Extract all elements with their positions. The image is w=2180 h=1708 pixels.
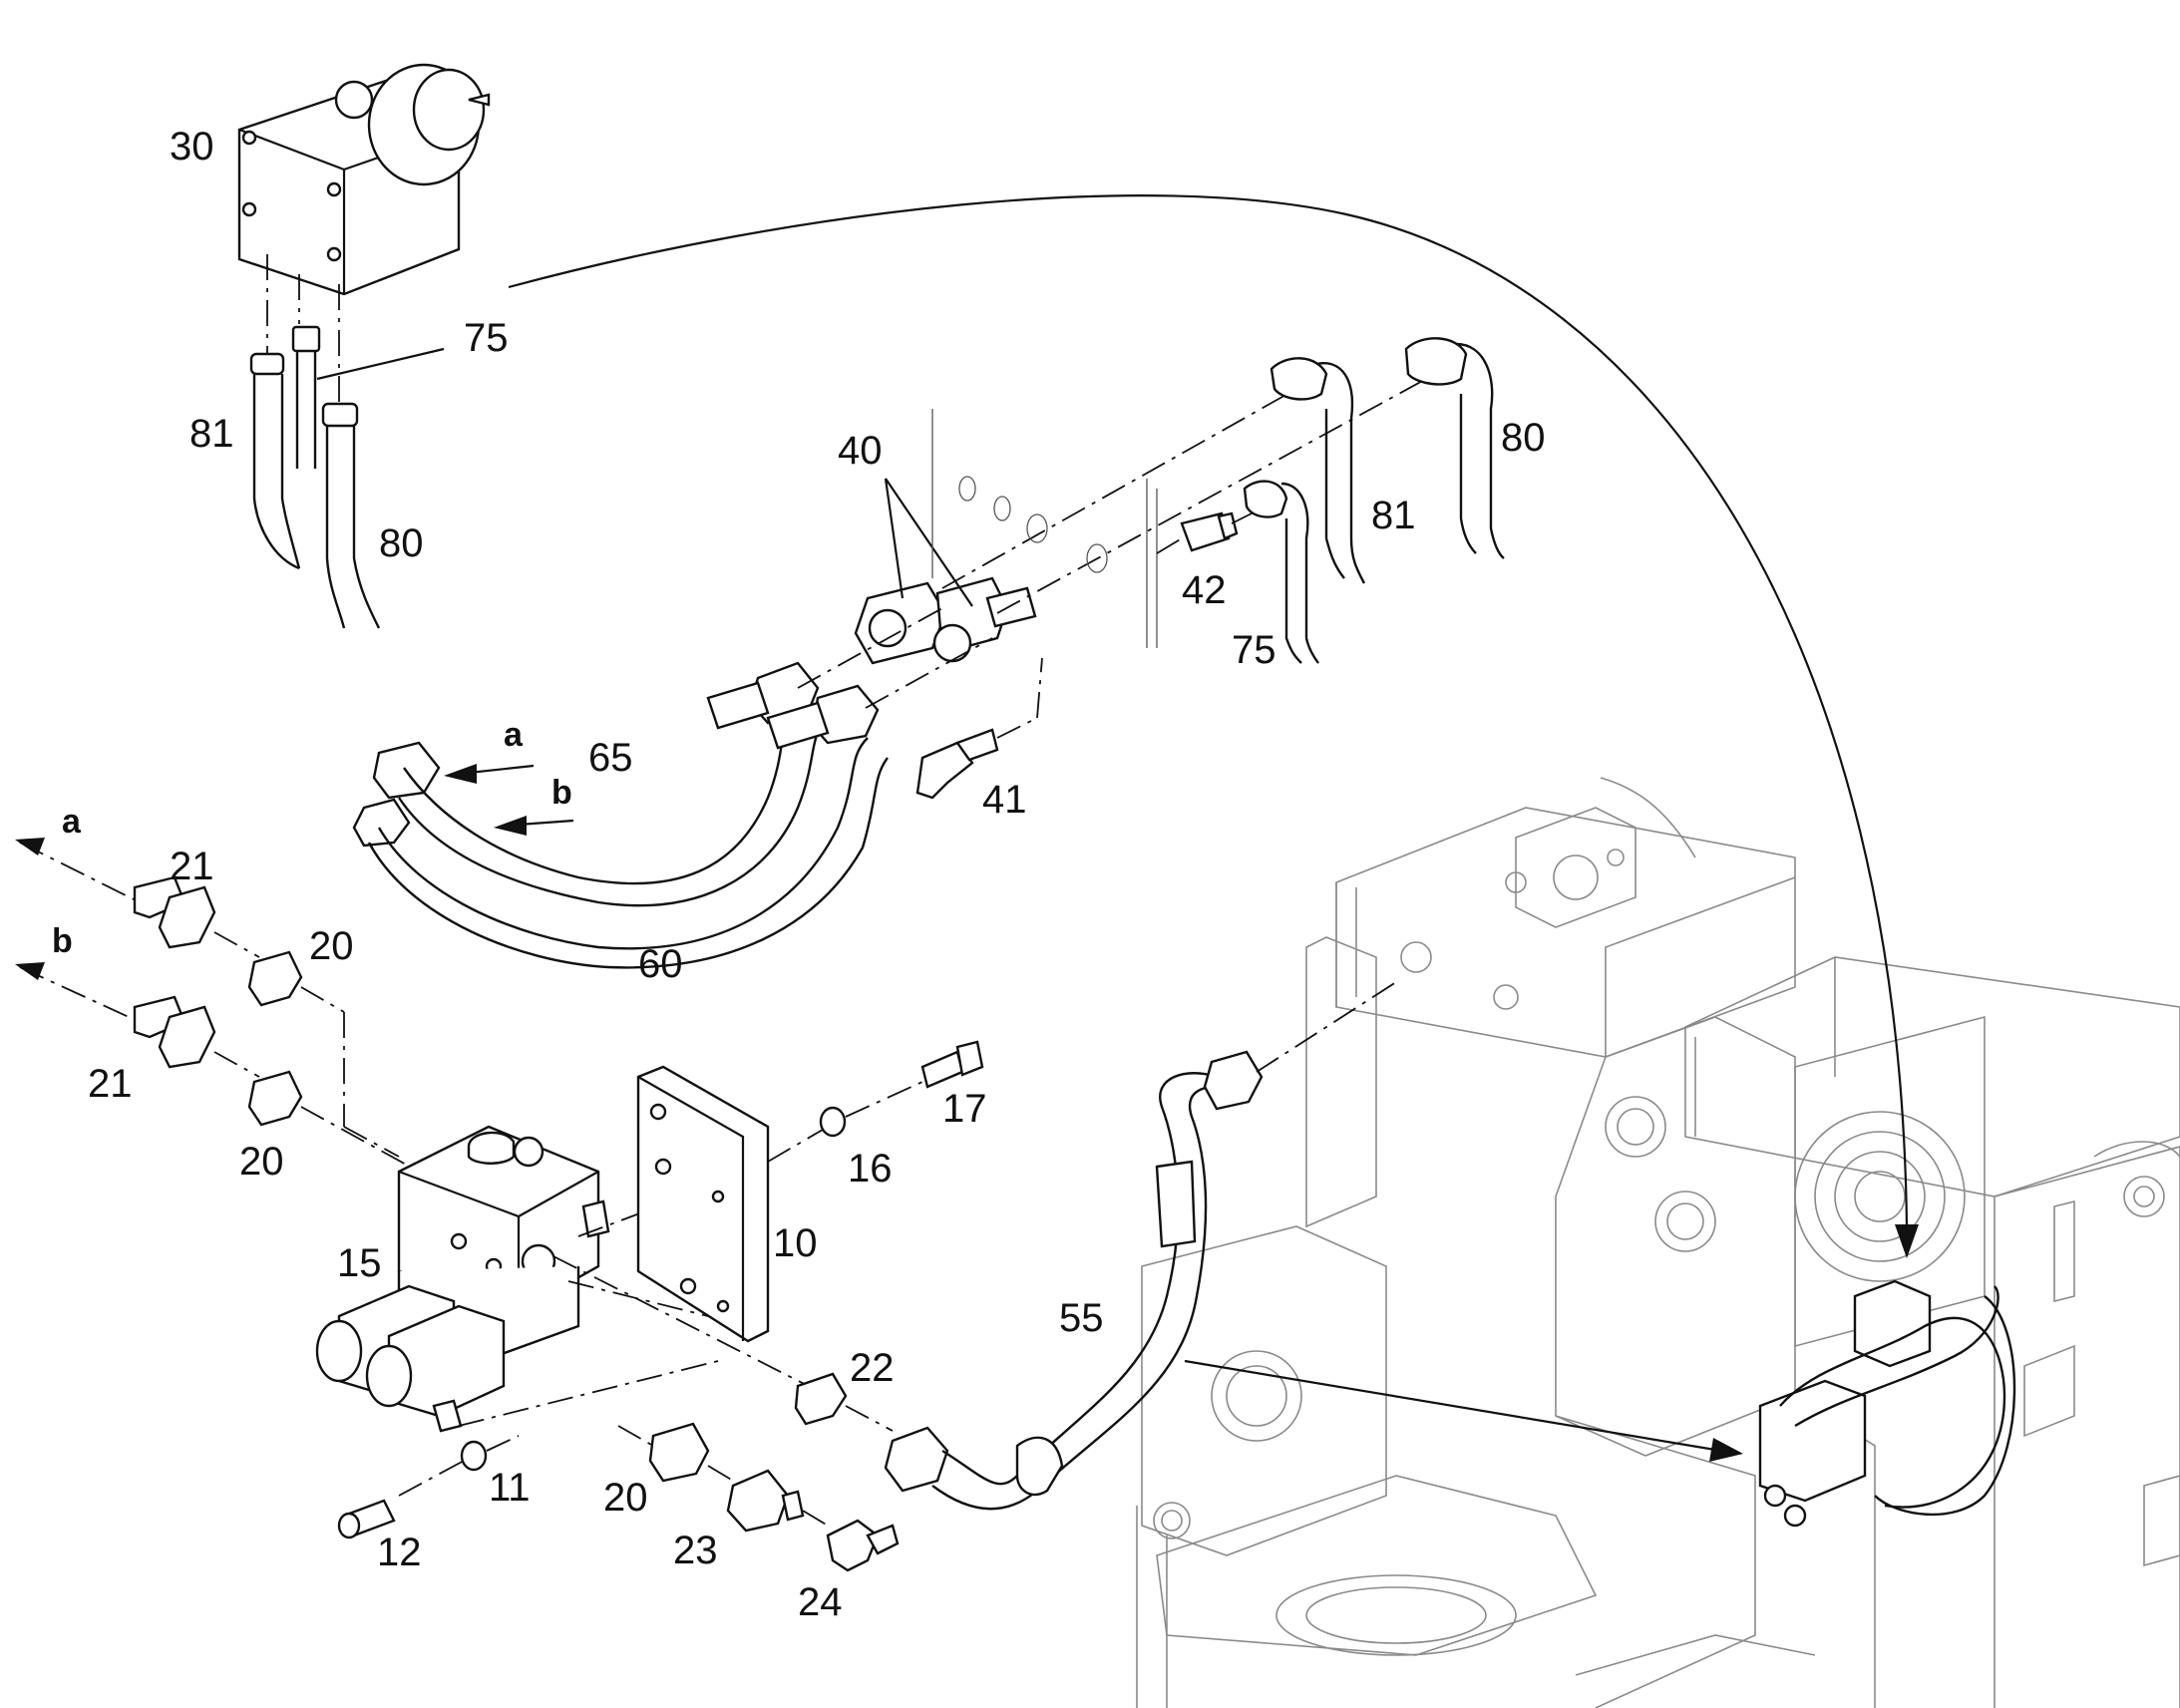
connection-mark-a: a <box>62 803 82 841</box>
callout-42: 42 <box>1182 568 1227 612</box>
connection-mark-b: b <box>52 922 73 960</box>
part-22-fitting <box>794 1372 894 1432</box>
part-10-mounting-plate <box>636 1065 829 1343</box>
connection-mark-b: b <box>551 774 572 812</box>
machine-frame-illustration <box>1136 777 2180 1708</box>
callout-labels: 30 75 81 80 40 80 81 42 75 41 65 60 21 2… <box>52 125 1546 1624</box>
callout-65: 65 <box>588 736 633 780</box>
callout-21: 21 <box>88 1062 133 1106</box>
part-11-washer <box>398 1435 520 1497</box>
callout-75: 75 <box>464 316 509 360</box>
assembly-location-leaders <box>508 194 1919 1462</box>
callout-10: 10 <box>773 1221 818 1265</box>
callout-81: 81 <box>1371 494 1416 537</box>
part-15-valve-block <box>315 1125 829 1433</box>
callout-16: 16 <box>848 1147 893 1191</box>
callout-60: 60 <box>638 942 683 986</box>
callout-30: 30 <box>170 125 214 169</box>
part-17-screw <box>920 1040 984 1089</box>
callout-75: 75 <box>1232 628 1276 672</box>
callout-11: 11 <box>489 1466 531 1510</box>
part-23-nut <box>726 1469 829 1533</box>
callout-81: 81 <box>189 412 234 456</box>
callout-22: 22 <box>850 1346 895 1390</box>
callout-23: 23 <box>673 1529 718 1572</box>
fittings-21-20 <box>15 838 420 1173</box>
callout-80: 80 <box>379 521 424 565</box>
installed-valve-assembly <box>1758 1279 2016 1528</box>
callout-17: 17 <box>942 1087 987 1131</box>
connection-mark-a: a <box>504 716 524 754</box>
hose-55 <box>884 981 1397 1511</box>
hoses-81-75-80-valve-side <box>1243 337 1505 664</box>
callout-41: 41 <box>982 778 1027 822</box>
part-20-fitting-lower <box>617 1422 734 1483</box>
part-24-elbow <box>826 1519 900 1572</box>
callout-55: 55 <box>1059 1296 1104 1340</box>
part-40-fittings <box>854 378 1427 665</box>
callout-20: 20 <box>239 1140 284 1184</box>
callout-20: 20 <box>603 1476 648 1520</box>
callout-12: 12 <box>377 1531 422 1574</box>
callout-40: 40 <box>838 429 883 473</box>
callout-24: 24 <box>798 1580 843 1624</box>
callout-80: 80 <box>1501 416 1546 460</box>
part-41-elbow <box>915 657 1043 800</box>
flow-arrows-a-b-upper <box>444 764 574 836</box>
part-16-washer <box>819 1081 923 1138</box>
callout-15: 15 <box>337 1241 382 1285</box>
hoses-81-75-80-motor-side <box>249 325 445 629</box>
part-42-adapter <box>1156 508 1263 554</box>
part-30-hydraulic-motor <box>237 63 491 414</box>
hoses-65-60 <box>352 607 993 969</box>
callout-20: 20 <box>309 924 354 968</box>
callout-21: 21 <box>170 845 214 888</box>
part-12-screw <box>337 1499 396 1539</box>
